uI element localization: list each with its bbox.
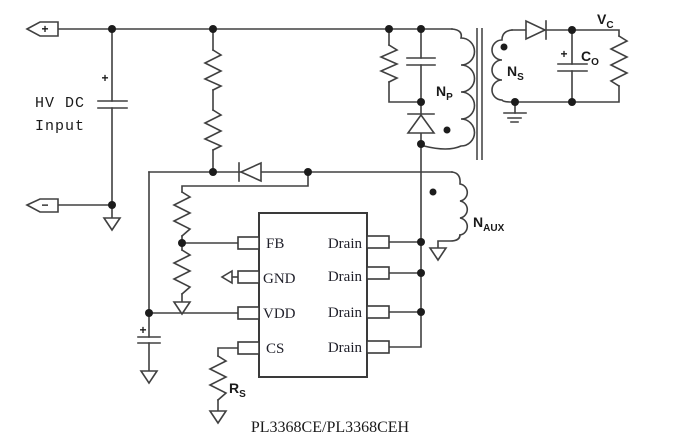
naux-return-lead [437, 234, 461, 249]
resistors [172, 34, 629, 402]
ground-symbols [102, 112, 527, 425]
sense-resistor-label: RS [229, 380, 246, 400]
minus-terminal-label: − [41, 198, 48, 212]
junction-dot [417, 308, 425, 316]
pin-drain-2 [366, 266, 390, 280]
drain-bus [388, 143, 422, 348]
output-cap-label: CO [581, 48, 599, 68]
pin-drain-1 [366, 235, 390, 249]
pin-label-cs: CS [266, 341, 284, 357]
pin-vdd [237, 306, 260, 320]
junction-dot [417, 238, 425, 246]
pin-cs [237, 341, 260, 355]
junction-dot [385, 25, 393, 33]
secondary-earth-ground [503, 112, 527, 123]
junction-dot [568, 26, 576, 34]
fb-divider-ground-arrow [172, 301, 192, 316]
bulk-cap-polarity: + [101, 71, 108, 85]
sense-resistor-ground-arrow [208, 410, 228, 425]
secondary-winding [491, 29, 513, 103]
junction-dot [145, 309, 153, 317]
diodes [238, 19, 547, 183]
junction-dot [417, 98, 425, 106]
gnd-pin-arrow [220, 269, 233, 285]
secondary-rails [511, 29, 620, 103]
auxiliary-winding-label: NAUX [473, 214, 505, 234]
junction-dot [304, 168, 312, 176]
pin-label-vdd: VDD [263, 306, 296, 322]
junction-dot [511, 98, 519, 106]
input-ground-arrow [102, 217, 122, 232]
pin-label-drain-3: Drain [328, 305, 363, 321]
secondary-phase-dot [500, 43, 508, 51]
capacitors [97, 57, 588, 344]
diode-triangle [525, 19, 547, 41]
pin-label-drain-2: Drain [328, 269, 363, 285]
junction-dots [108, 25, 576, 317]
pin-label-gnd: GND [263, 271, 296, 287]
vdd-cap-polarity: + [139, 323, 146, 337]
minus-terminal [25, 198, 59, 213]
primary-winding [423, 28, 476, 150]
clamp-diode [406, 113, 436, 134]
cs-wire [217, 347, 239, 412]
pin-fb [237, 236, 260, 250]
sense-resistor [208, 354, 228, 402]
diode-triangle [239, 161, 262, 183]
junction-dot [417, 25, 425, 33]
plus-terminal-label: + [41, 22, 48, 36]
auxiliary-phase-dot [429, 188, 437, 196]
diode-triangle [406, 113, 436, 134]
startup-resistor-1 [203, 48, 223, 92]
pin-label-fb: FB [266, 236, 284, 252]
input-label-line2: Input [35, 118, 85, 135]
secondary-rectifier-diode [525, 19, 547, 41]
pin-label-drain-1: Drain [328, 236, 363, 252]
startup-resistor-2 [203, 108, 223, 152]
junction-dot [108, 201, 116, 209]
primary-phase-dot [443, 126, 451, 134]
junction-dot [568, 98, 576, 106]
aux-ground-arrow [428, 247, 448, 262]
transformer [423, 28, 513, 236]
junction-dot [209, 25, 217, 33]
transformer-core [476, 28, 483, 160]
junction-dot [417, 269, 425, 277]
schematic-caption: PL3368CE/PL3368CEH [251, 419, 410, 436]
controller-ic: FB GND VDD CS Drain Drain Drain Drain [237, 212, 390, 378]
bulk-capacitor [97, 100, 128, 109]
input-label-line1: HV DC [35, 95, 85, 112]
primary-winding-label: NP [436, 83, 453, 103]
input-terminals: + − [25, 21, 59, 213]
clamp-capacitor [406, 57, 436, 66]
auxiliary-winding [451, 171, 469, 236]
ic-body [258, 212, 368, 378]
plus-terminal [25, 21, 59, 37]
load-resistor [609, 34, 629, 88]
junction-dot [178, 239, 186, 247]
vdd-capacitor [137, 336, 161, 344]
junction-dot [209, 168, 217, 176]
pin-drain-4 [366, 340, 390, 354]
junction-dot [108, 25, 116, 33]
vdd-rectifier-diode [238, 161, 262, 183]
output-capacitor [557, 63, 588, 72]
vdd-cap-ground-arrow [139, 370, 159, 385]
output-voltage-label: VC [597, 11, 614, 31]
pin-gnd [237, 270, 260, 284]
clamp-resistor [379, 43, 399, 84]
labels: HV DC Input + + + NP NS NAUX VC CO RS PL… [35, 11, 614, 436]
pin-drain-3 [366, 305, 390, 319]
output-cap-polarity: + [560, 47, 567, 61]
junction-dot [417, 140, 425, 148]
fb-upper-resistor [172, 190, 192, 238]
secondary-winding-label: NS [507, 63, 524, 83]
pin-label-drain-4: Drain [328, 340, 363, 356]
fb-lower-resistor [172, 248, 192, 296]
